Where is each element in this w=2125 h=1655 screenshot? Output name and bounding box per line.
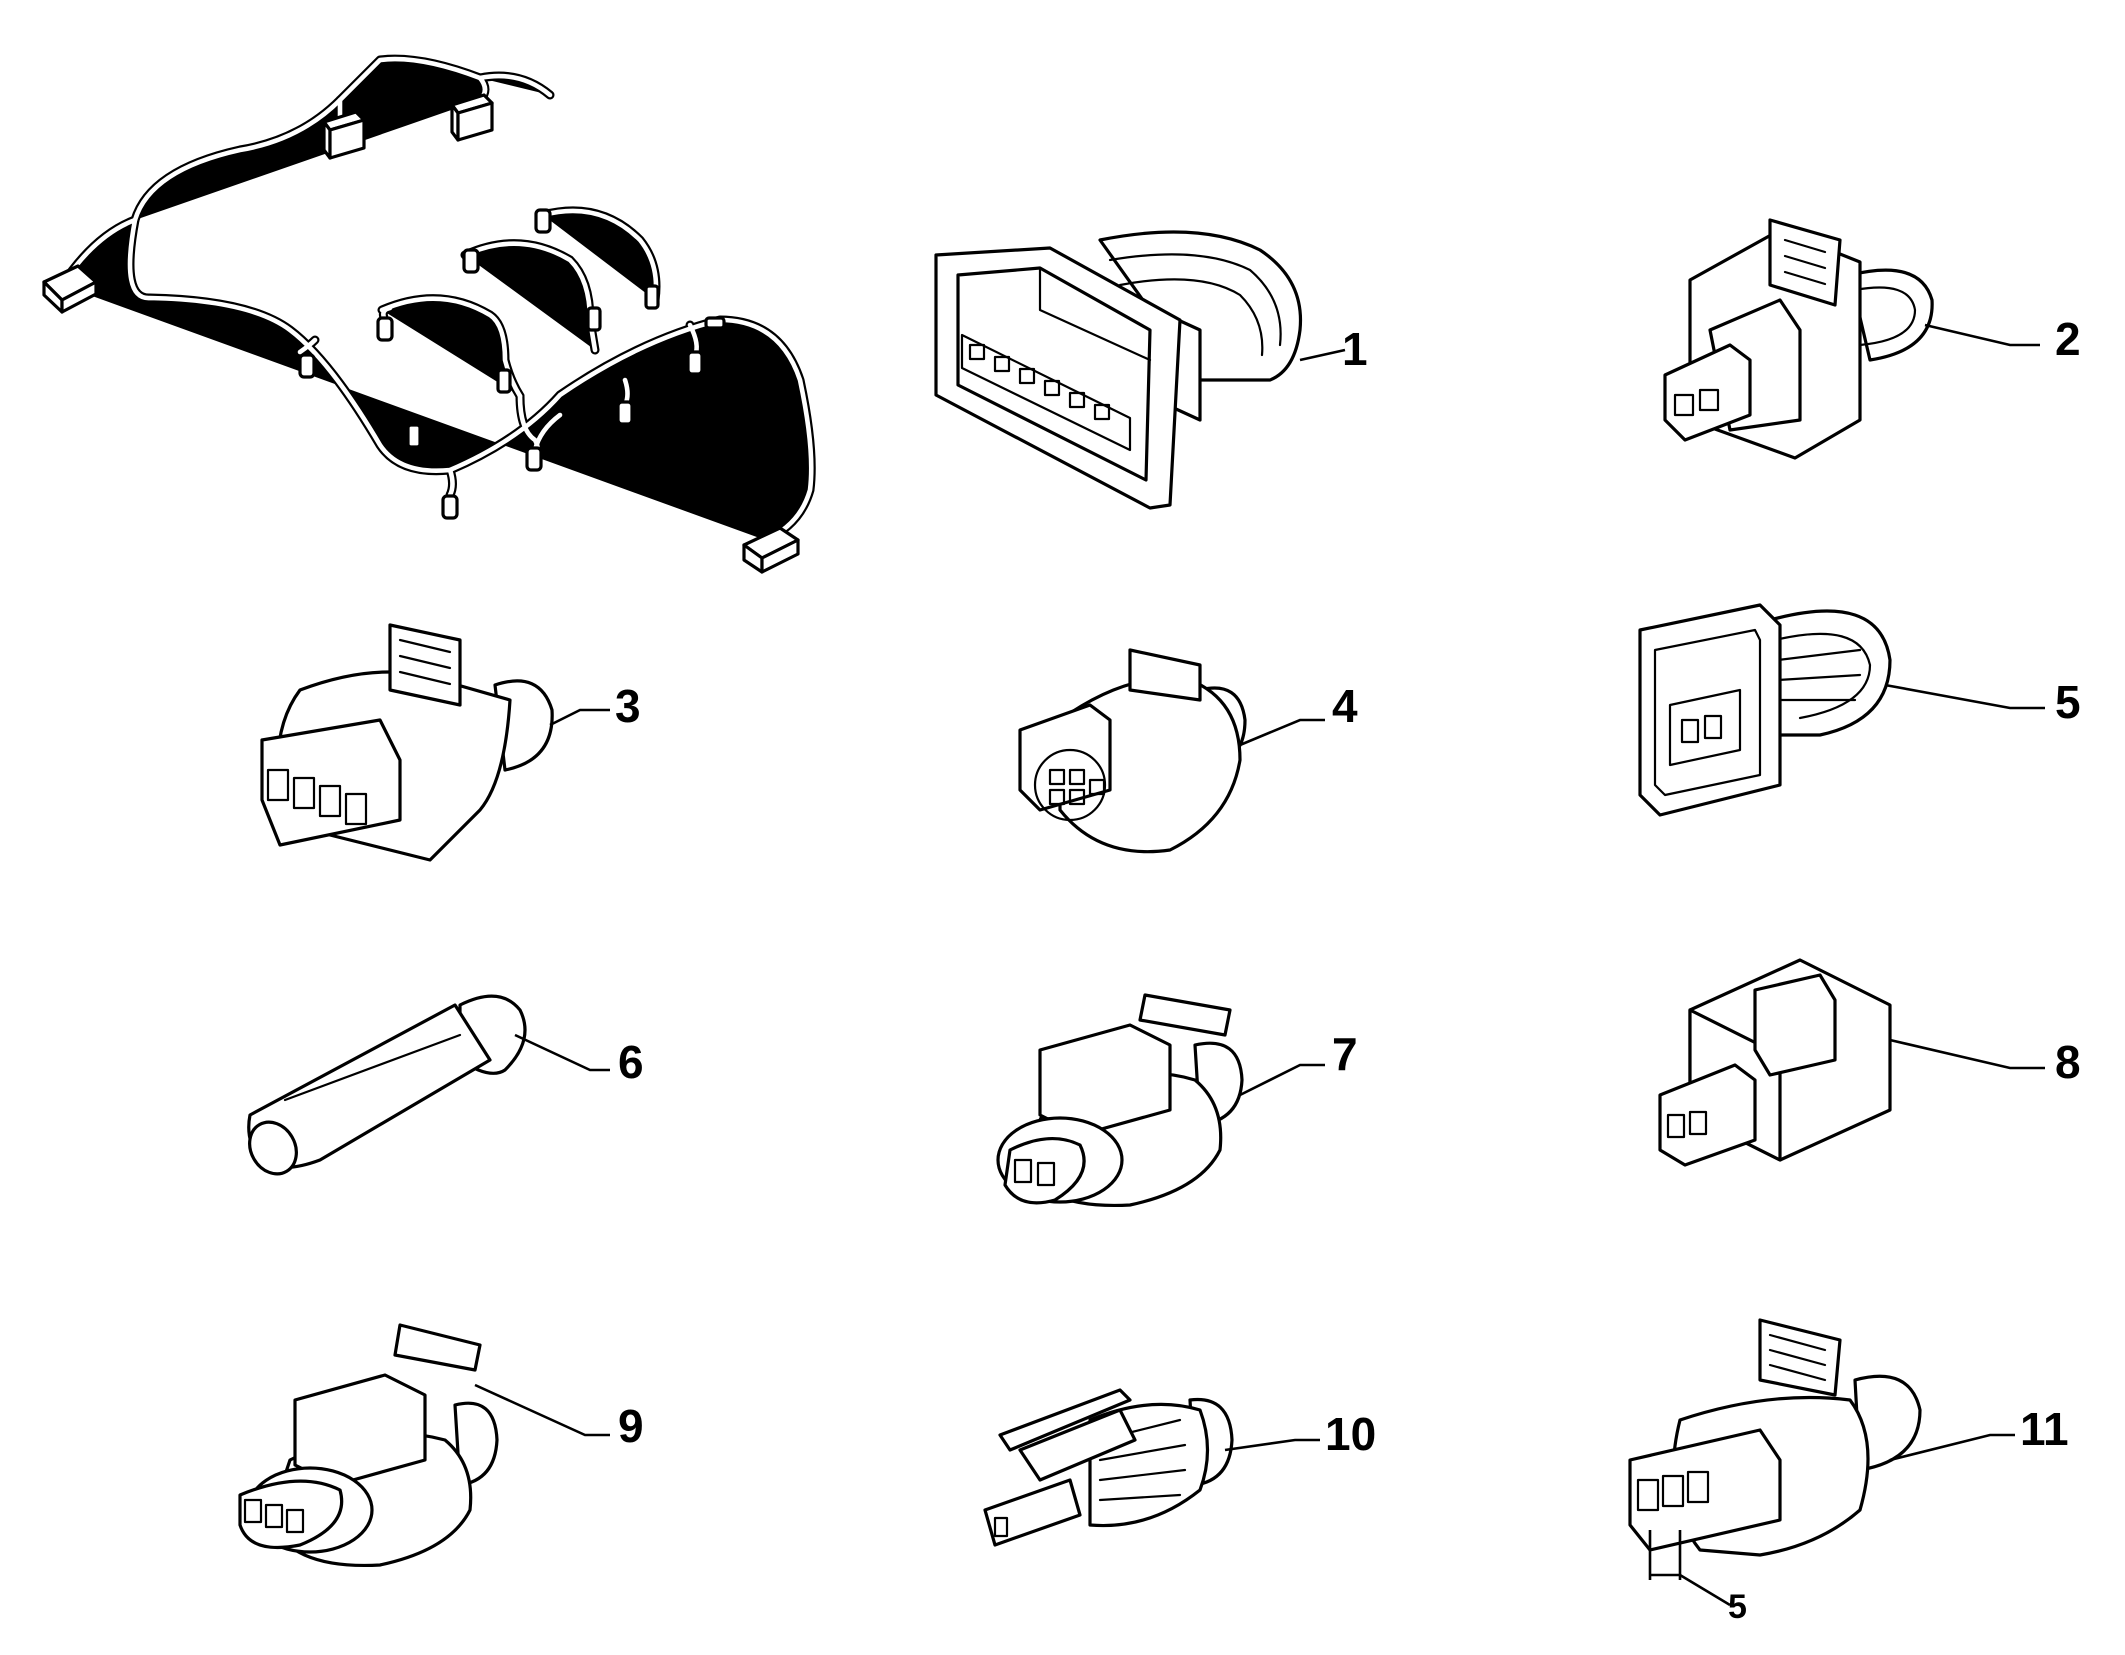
connector-part-5 — [1638, 603, 1892, 817]
callout-2: 2 — [2055, 313, 2081, 365]
terminal-cavity-cluster — [1048, 768, 1106, 806]
terminal-cavity-row — [266, 768, 368, 826]
callout-7: 7 — [1332, 1028, 1358, 1080]
callout-3: 3 — [615, 680, 641, 732]
callout-10: 10 — [1325, 1408, 1376, 1460]
connector-part-2 — [1663, 218, 1934, 460]
callout-8: 8 — [2055, 1036, 2081, 1088]
callout-6: 6 — [618, 1036, 644, 1088]
connector-part-1 — [934, 230, 1303, 510]
harness-connector-housing — [42, 264, 98, 314]
callout-group: 1 2 3 4 5 6 7 8 9 10 11 — [474, 313, 2081, 1462]
callout-1: 1 — [1342, 323, 1368, 375]
connector-part-11 — [1628, 1318, 1922, 1557]
harness-connector-housing — [450, 93, 494, 142]
dimension-label: 5 — [1728, 1588, 1747, 1626]
connector-part-6 — [247, 994, 527, 1176]
harness-terminal-boot — [298, 208, 726, 520]
terminal-cavity-row — [968, 343, 1111, 421]
connector-part-4 — [1018, 648, 1247, 854]
connector-part-3 — [260, 623, 554, 862]
connector-part-10 — [983, 1388, 1234, 1547]
harness-connector-housing — [742, 526, 800, 574]
callout-11: 11 — [2020, 1403, 2069, 1455]
callout-9: 9 — [618, 1400, 644, 1452]
wiring-harness — [42, 59, 811, 574]
pin-pitch-dimension: 5 — [1648, 1530, 1747, 1626]
connector-part-7 — [996, 993, 1244, 1208]
callout-4: 4 — [1332, 680, 1358, 732]
connector-part-8 — [1658, 958, 1892, 1167]
callout-5: 5 — [2055, 676, 2081, 728]
harness-connector-housing — [322, 110, 366, 160]
connector-part-9 — [238, 1323, 499, 1568]
